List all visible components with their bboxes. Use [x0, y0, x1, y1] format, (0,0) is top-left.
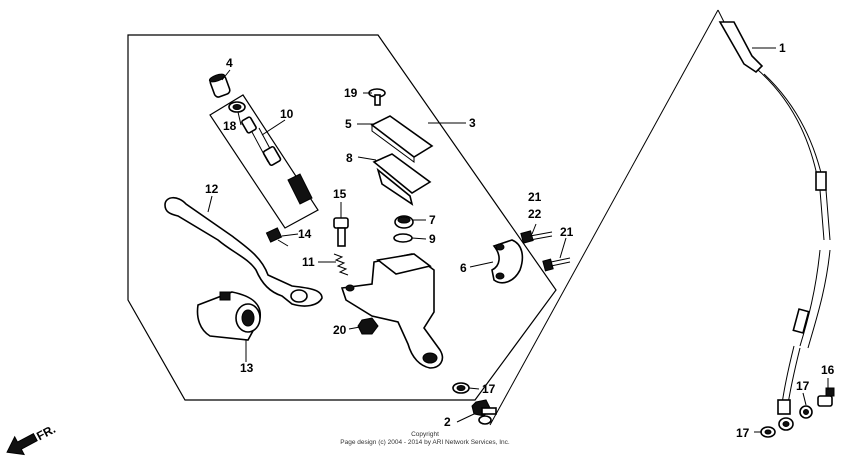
- callout-14[interactable]: 14: [298, 227, 312, 241]
- callout-17-center[interactable]: 17: [482, 382, 496, 396]
- part-17-washer-right[interactable]: [799, 405, 813, 419]
- part-18-circlip[interactable]: [228, 101, 246, 113]
- callout-15[interactable]: 15: [333, 187, 347, 201]
- leader-lines: [207, 47, 829, 433]
- part-14-bolt[interactable]: [265, 227, 289, 247]
- callout-2[interactable]: 2: [444, 415, 451, 429]
- callout-16[interactable]: 16: [821, 363, 835, 377]
- part-15-pivot-bolt[interactable]: [333, 217, 349, 247]
- part-7-cap[interactable]: [394, 215, 414, 229]
- callout-21-upper[interactable]: 21: [528, 190, 542, 204]
- direction-label: FR.: [34, 422, 58, 443]
- part-10-piston-set[interactable]: [241, 116, 313, 205]
- callout-3[interactable]: 3: [469, 116, 476, 130]
- part-11-spring[interactable]: [333, 253, 349, 276]
- part-17-washer[interactable]: [452, 382, 470, 394]
- callout-8[interactable]: 8: [346, 151, 353, 165]
- part-19-screw[interactable]: [368, 88, 386, 106]
- part-9-oring[interactable]: [393, 233, 413, 243]
- front-direction-indicator: FR.: [6, 422, 58, 456]
- callout-1[interactable]: 1: [779, 41, 786, 55]
- callout-17-right[interactable]: 17: [796, 379, 810, 393]
- part-12-lever[interactable]: [164, 196, 323, 307]
- part-16-bolt[interactable]: [817, 387, 835, 407]
- callout-18[interactable]: 18: [223, 119, 237, 133]
- part-4-boot[interactable]: [208, 72, 231, 98]
- callout-labels: 4 18 10 12 13 14 15 11 19 5 8 3 7 9 6 20…: [205, 41, 835, 440]
- direction-arrow-icon: [6, 432, 38, 456]
- copyright-line-2: Page design (c) 2004 - 2014 by ARI Netwo…: [340, 439, 510, 446]
- callout-5[interactable]: 5: [345, 117, 352, 131]
- callout-17-lower[interactable]: 17: [736, 426, 750, 440]
- callout-12[interactable]: 12: [205, 182, 219, 196]
- callout-22[interactable]: 22: [528, 207, 542, 221]
- callout-9[interactable]: 9: [429, 232, 436, 246]
- assembly-frame: [127, 34, 557, 401]
- callout-6[interactable]: 6: [460, 261, 467, 275]
- part-1-hose[interactable]: [717, 9, 831, 431]
- part-5-cap[interactable]: [370, 115, 434, 163]
- part-20-nut[interactable]: [357, 317, 379, 335]
- part-8-diaphragm[interactable]: [372, 153, 432, 206]
- callout-19[interactable]: 19: [344, 86, 358, 100]
- part-17-washer-lower[interactable]: [760, 426, 776, 438]
- part-21-22-bolt[interactable]: [520, 230, 553, 244]
- part-2-banjo-bolt[interactable]: [471, 399, 497, 425]
- callout-4[interactable]: 4: [226, 56, 233, 70]
- part-21-bolt[interactable]: [542, 257, 571, 272]
- part-13-holder[interactable]: [196, 291, 261, 341]
- hose-leader-line: [489, 9, 719, 426]
- callout-13[interactable]: 13: [240, 361, 254, 375]
- callout-7[interactable]: 7: [429, 213, 436, 227]
- sub-assembly-box: [209, 94, 319, 229]
- callout-21-lower[interactable]: 21: [560, 225, 574, 239]
- copyright-line-1: Copyright: [411, 431, 439, 438]
- callout-20[interactable]: 20: [333, 323, 347, 337]
- part-6-clamp[interactable]: [491, 239, 524, 284]
- part-3-master-cylinder[interactable]: [340, 253, 444, 369]
- callout-11[interactable]: 11: [302, 255, 315, 269]
- callout-10[interactable]: 10: [280, 107, 294, 121]
